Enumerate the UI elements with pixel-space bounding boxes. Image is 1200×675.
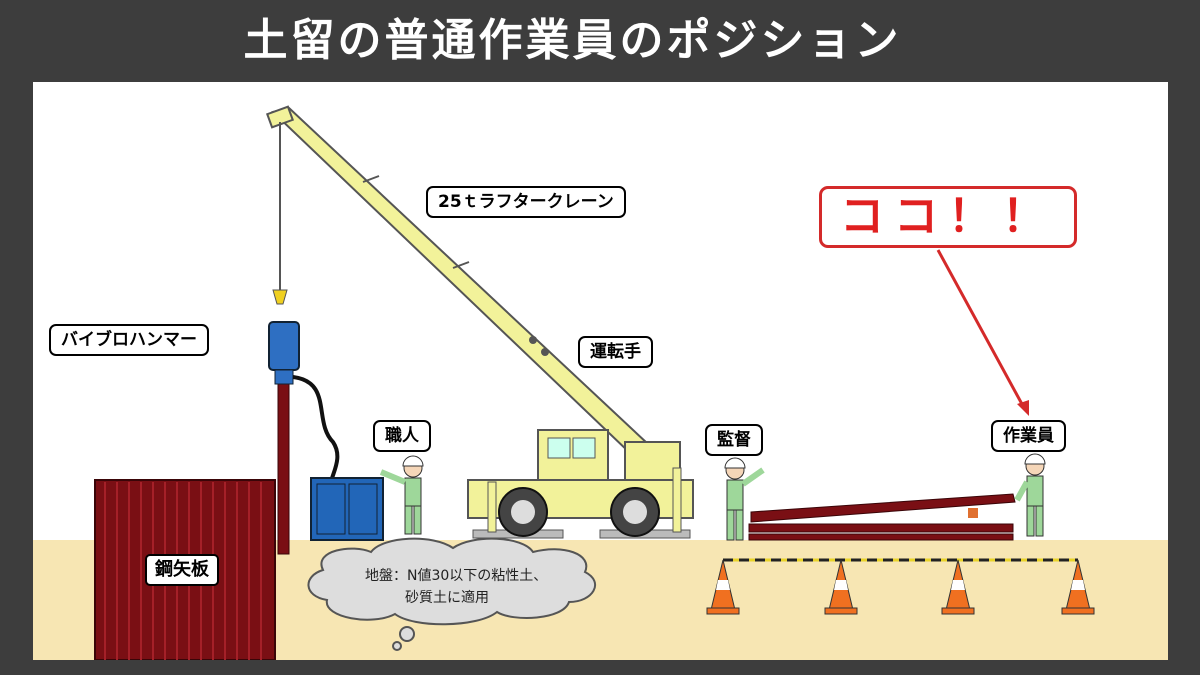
supervisor-label: 監督 bbox=[705, 424, 763, 456]
scene-illustration bbox=[94, 105, 1095, 660]
page-title: 土留の普通作業員のポジション bbox=[243, 15, 902, 66]
traffic-cone-1 bbox=[706, 559, 740, 615]
callout-box: ココ！！ bbox=[819, 186, 1077, 248]
ground-note-line1: 地盤：N値30以下の粘性土、 bbox=[365, 568, 548, 584]
craftsman-figure bbox=[379, 455, 424, 535]
operator-label: 運転手 bbox=[578, 336, 653, 368]
crane-hook bbox=[272, 289, 288, 305]
vibro-hammer bbox=[268, 321, 340, 483]
stacked-sheet-piles bbox=[748, 493, 1016, 541]
worker-figure bbox=[1014, 453, 1046, 537]
callout-arrow bbox=[936, 249, 1025, 407]
crane-boom bbox=[265, 105, 650, 456]
crane-label: 25ｔラフタークレーン bbox=[426, 186, 626, 218]
traffic-cone-3 bbox=[941, 559, 975, 615]
ground-note-cloud bbox=[307, 537, 597, 626]
worker-label: 作業員 bbox=[991, 420, 1066, 452]
traffic-cone-2 bbox=[824, 559, 858, 615]
traffic-cone-4 bbox=[1061, 559, 1095, 615]
supervisor-figure bbox=[724, 457, 765, 541]
power-unit bbox=[310, 477, 384, 541]
ground-note-line2: 砂質土に適用 bbox=[405, 590, 489, 606]
craftsman-label: 職人 bbox=[373, 420, 431, 452]
vibro-hammer-label: バイブロハンマー bbox=[49, 324, 209, 356]
driven-pile bbox=[277, 381, 290, 555]
diagram-stage: 25ｔラフタークレーン バイブロハンマー 運転手 職人 監督 作業員 鋼矢板 コ… bbox=[33, 82, 1168, 660]
sheet-pile-label: 鋼矢板 bbox=[145, 554, 219, 586]
crane-carrier bbox=[467, 429, 694, 537]
